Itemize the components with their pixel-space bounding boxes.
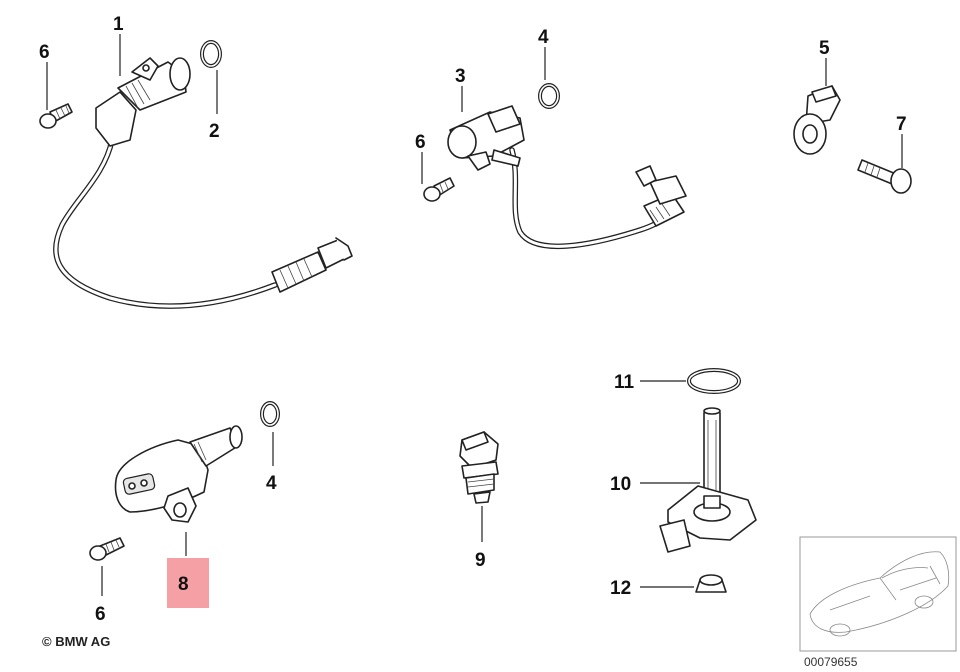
callout-6b: 6 (415, 132, 426, 153)
part-2-o-ring (200, 40, 222, 68)
copyright-text: © BMW AG (42, 634, 110, 649)
part-5-knock-sensor (793, 85, 841, 155)
callout-8: 8 (178, 574, 189, 595)
callout-3: 3 (455, 66, 466, 87)
part-1-sensor-with-cable (53, 57, 353, 309)
part-4-o-ring-b (260, 401, 280, 427)
car-thumbnail (799, 536, 957, 652)
reference-number: 00079655 (804, 655, 858, 669)
part-6-bolt-b (423, 177, 455, 202)
part-3-sensor-with-cable (447, 105, 687, 250)
callout-6c: 6 (95, 604, 106, 625)
part-8-sensor (114, 425, 243, 523)
part-9-temperature-sensor (459, 431, 499, 504)
callout-5: 5 (819, 38, 830, 59)
part-4-o-ring-a (538, 83, 560, 109)
callout-4a: 4 (538, 27, 549, 48)
callout-7: 7 (896, 114, 907, 135)
callout-1: 1 (113, 14, 124, 35)
callout-4b: 4 (266, 473, 277, 494)
callout-2: 2 (209, 121, 220, 142)
part-6-bolt-a (39, 103, 73, 129)
callout-10: 10 (610, 474, 631, 495)
part-7-bolt (857, 159, 912, 194)
callout-9: 9 (475, 550, 486, 571)
callout-11: 11 (614, 372, 635, 393)
part-10-oil-level-sensor (659, 407, 757, 553)
part-11-o-ring (687, 368, 741, 394)
callout-12: 12 (610, 578, 631, 599)
part-6-bolt-c (89, 537, 125, 561)
highlight-box-8 (167, 558, 209, 608)
part-12-plug (695, 574, 727, 593)
callout-6a: 6 (39, 42, 50, 63)
